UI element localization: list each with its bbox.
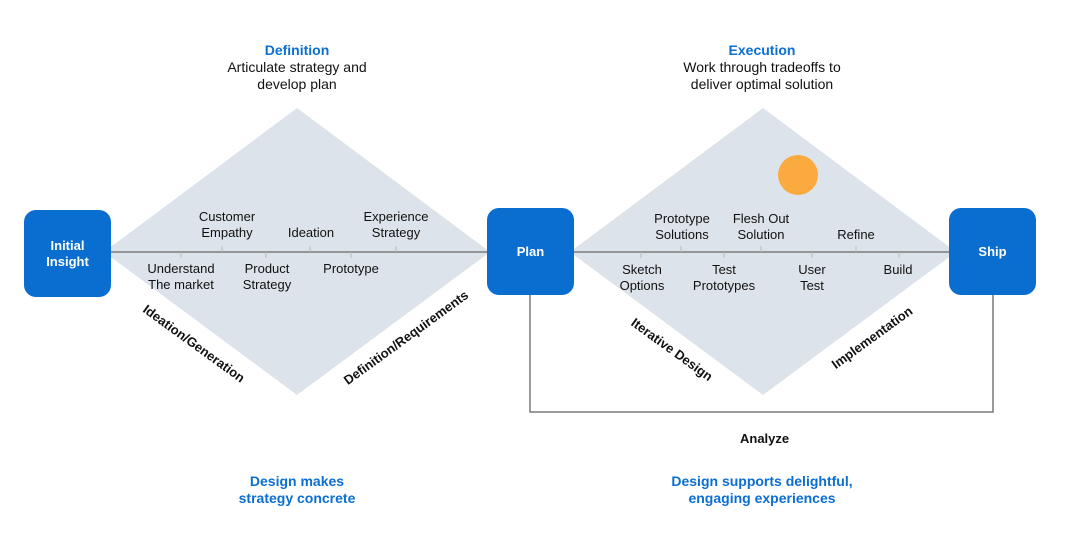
caption-definition: Design makes strategy concrete: [238, 473, 356, 506]
analyze-loop: [529, 295, 994, 413]
analyze-label: Analyze: [740, 431, 790, 446]
step-label: Test Prototypes: [692, 262, 756, 293]
step-label: Customer Empathy: [198, 209, 256, 240]
step-label: Refine: [837, 227, 875, 242]
step-label: Prototype: [323, 261, 379, 276]
node-plan[interactable]: Plan: [487, 208, 574, 295]
phase-subtitle: Work through tradeoffs to deliver optima…: [683, 59, 841, 92]
node-initial-insight[interactable]: Initial Insight: [24, 210, 111, 297]
caption-execution: Design supports delightful, engaging exp…: [671, 473, 853, 506]
step-label: Understand The market: [147, 261, 215, 292]
step-label: Flesh Out Solution: [732, 211, 790, 242]
step-label: Ideation: [287, 225, 335, 240]
step-label: Product Strategy: [242, 261, 292, 292]
node-ship[interactable]: Ship: [949, 208, 1036, 295]
step-label: Build: [883, 262, 913, 277]
step-label: Experience Strategy: [363, 209, 429, 240]
phase-definition: Definition Articulate strategy and devel…: [197, 42, 397, 93]
progress-marker: [778, 155, 818, 195]
phase-title: Execution: [728, 42, 796, 58]
step-label: Prototype Solutions: [654, 211, 710, 242]
step-label: Sketch Options: [619, 262, 665, 293]
phase-title: Definition: [264, 42, 330, 58]
phase-subtitle: Articulate strategy and develop plan: [227, 59, 367, 92]
step-label: User Test: [798, 262, 826, 293]
phase-execution: Execution Work through tradeoffs to deli…: [662, 42, 862, 93]
